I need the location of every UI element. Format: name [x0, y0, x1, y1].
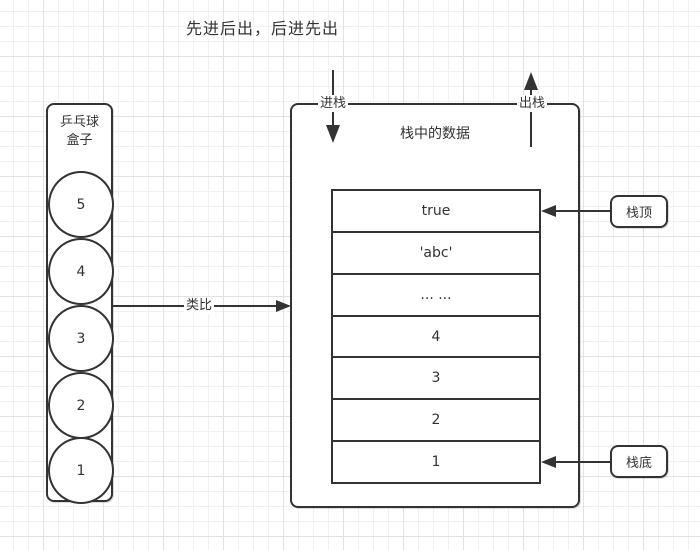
ball-5: 5 — [48, 171, 114, 238]
arrow-head-left-icon — [541, 205, 556, 217]
arrow-head-left-icon — [541, 456, 556, 468]
stack-row-value: 2 — [431, 412, 441, 429]
diagram-title: 先进后出，后进先出 — [186, 19, 340, 38]
pingpong-box: 乒乓球 盒子 5 4 3 2 1 — [46, 103, 114, 504]
ball-4-number: 4 — [76, 263, 86, 280]
pingpong-box-label-line2: 盒子 — [66, 132, 93, 148]
stack-row-value: 'abc' — [419, 244, 453, 261]
push-label: 进栈 — [318, 95, 349, 112]
ball-3: 3 — [48, 305, 114, 372]
stack-bottom-arrow-line — [555, 461, 610, 463]
stack-table: true 'abc' ... ... 4 3 2 1 — [331, 189, 541, 484]
stack-row-value: true — [421, 202, 451, 219]
analogy-label: 类比 — [184, 297, 215, 314]
ball-3-number: 3 — [76, 330, 86, 347]
stack-row-2: 2 — [333, 398, 539, 440]
stack-row-true: true — [333, 191, 539, 231]
stack-row-abc: 'abc' — [333, 230, 539, 273]
pop-label: 出栈 — [517, 95, 548, 112]
stack-row-ellipsis: ... ... — [333, 272, 539, 315]
stack-top-label: 栈顶 — [610, 195, 668, 228]
arrow-head-down-icon — [326, 125, 340, 143]
arrow-head-up-icon — [524, 72, 538, 90]
pingpong-box-label-line1: 乒乓球 — [59, 115, 99, 130]
ball-2: 2 — [48, 372, 114, 439]
stack-row-1: 1 — [333, 440, 539, 482]
arrow-head-right-icon — [276, 300, 291, 312]
ball-2-number: 2 — [76, 397, 86, 414]
stack-row-3: 3 — [333, 356, 539, 398]
stack-row-value: 3 — [431, 370, 441, 387]
ball-1-number: 1 — [76, 462, 86, 479]
stack-row-4: 4 — [333, 314, 539, 357]
ball-4: 4 — [48, 238, 114, 305]
pop-arrow-line — [530, 89, 532, 147]
stack-box-title: 栈中的数据 — [400, 126, 470, 142]
pingpong-box-label: 乒乓球 盒子 — [48, 114, 111, 149]
stack-top-arrow-line — [555, 210, 610, 212]
ball-5-number: 5 — [76, 196, 86, 213]
stack-row-value: 4 — [431, 328, 441, 345]
ball-1: 1 — [48, 437, 114, 504]
stack-row-value: 1 — [431, 454, 441, 471]
stack-row-value: ... ... — [420, 286, 452, 303]
stack-bottom-label: 栈底 — [610, 445, 668, 478]
